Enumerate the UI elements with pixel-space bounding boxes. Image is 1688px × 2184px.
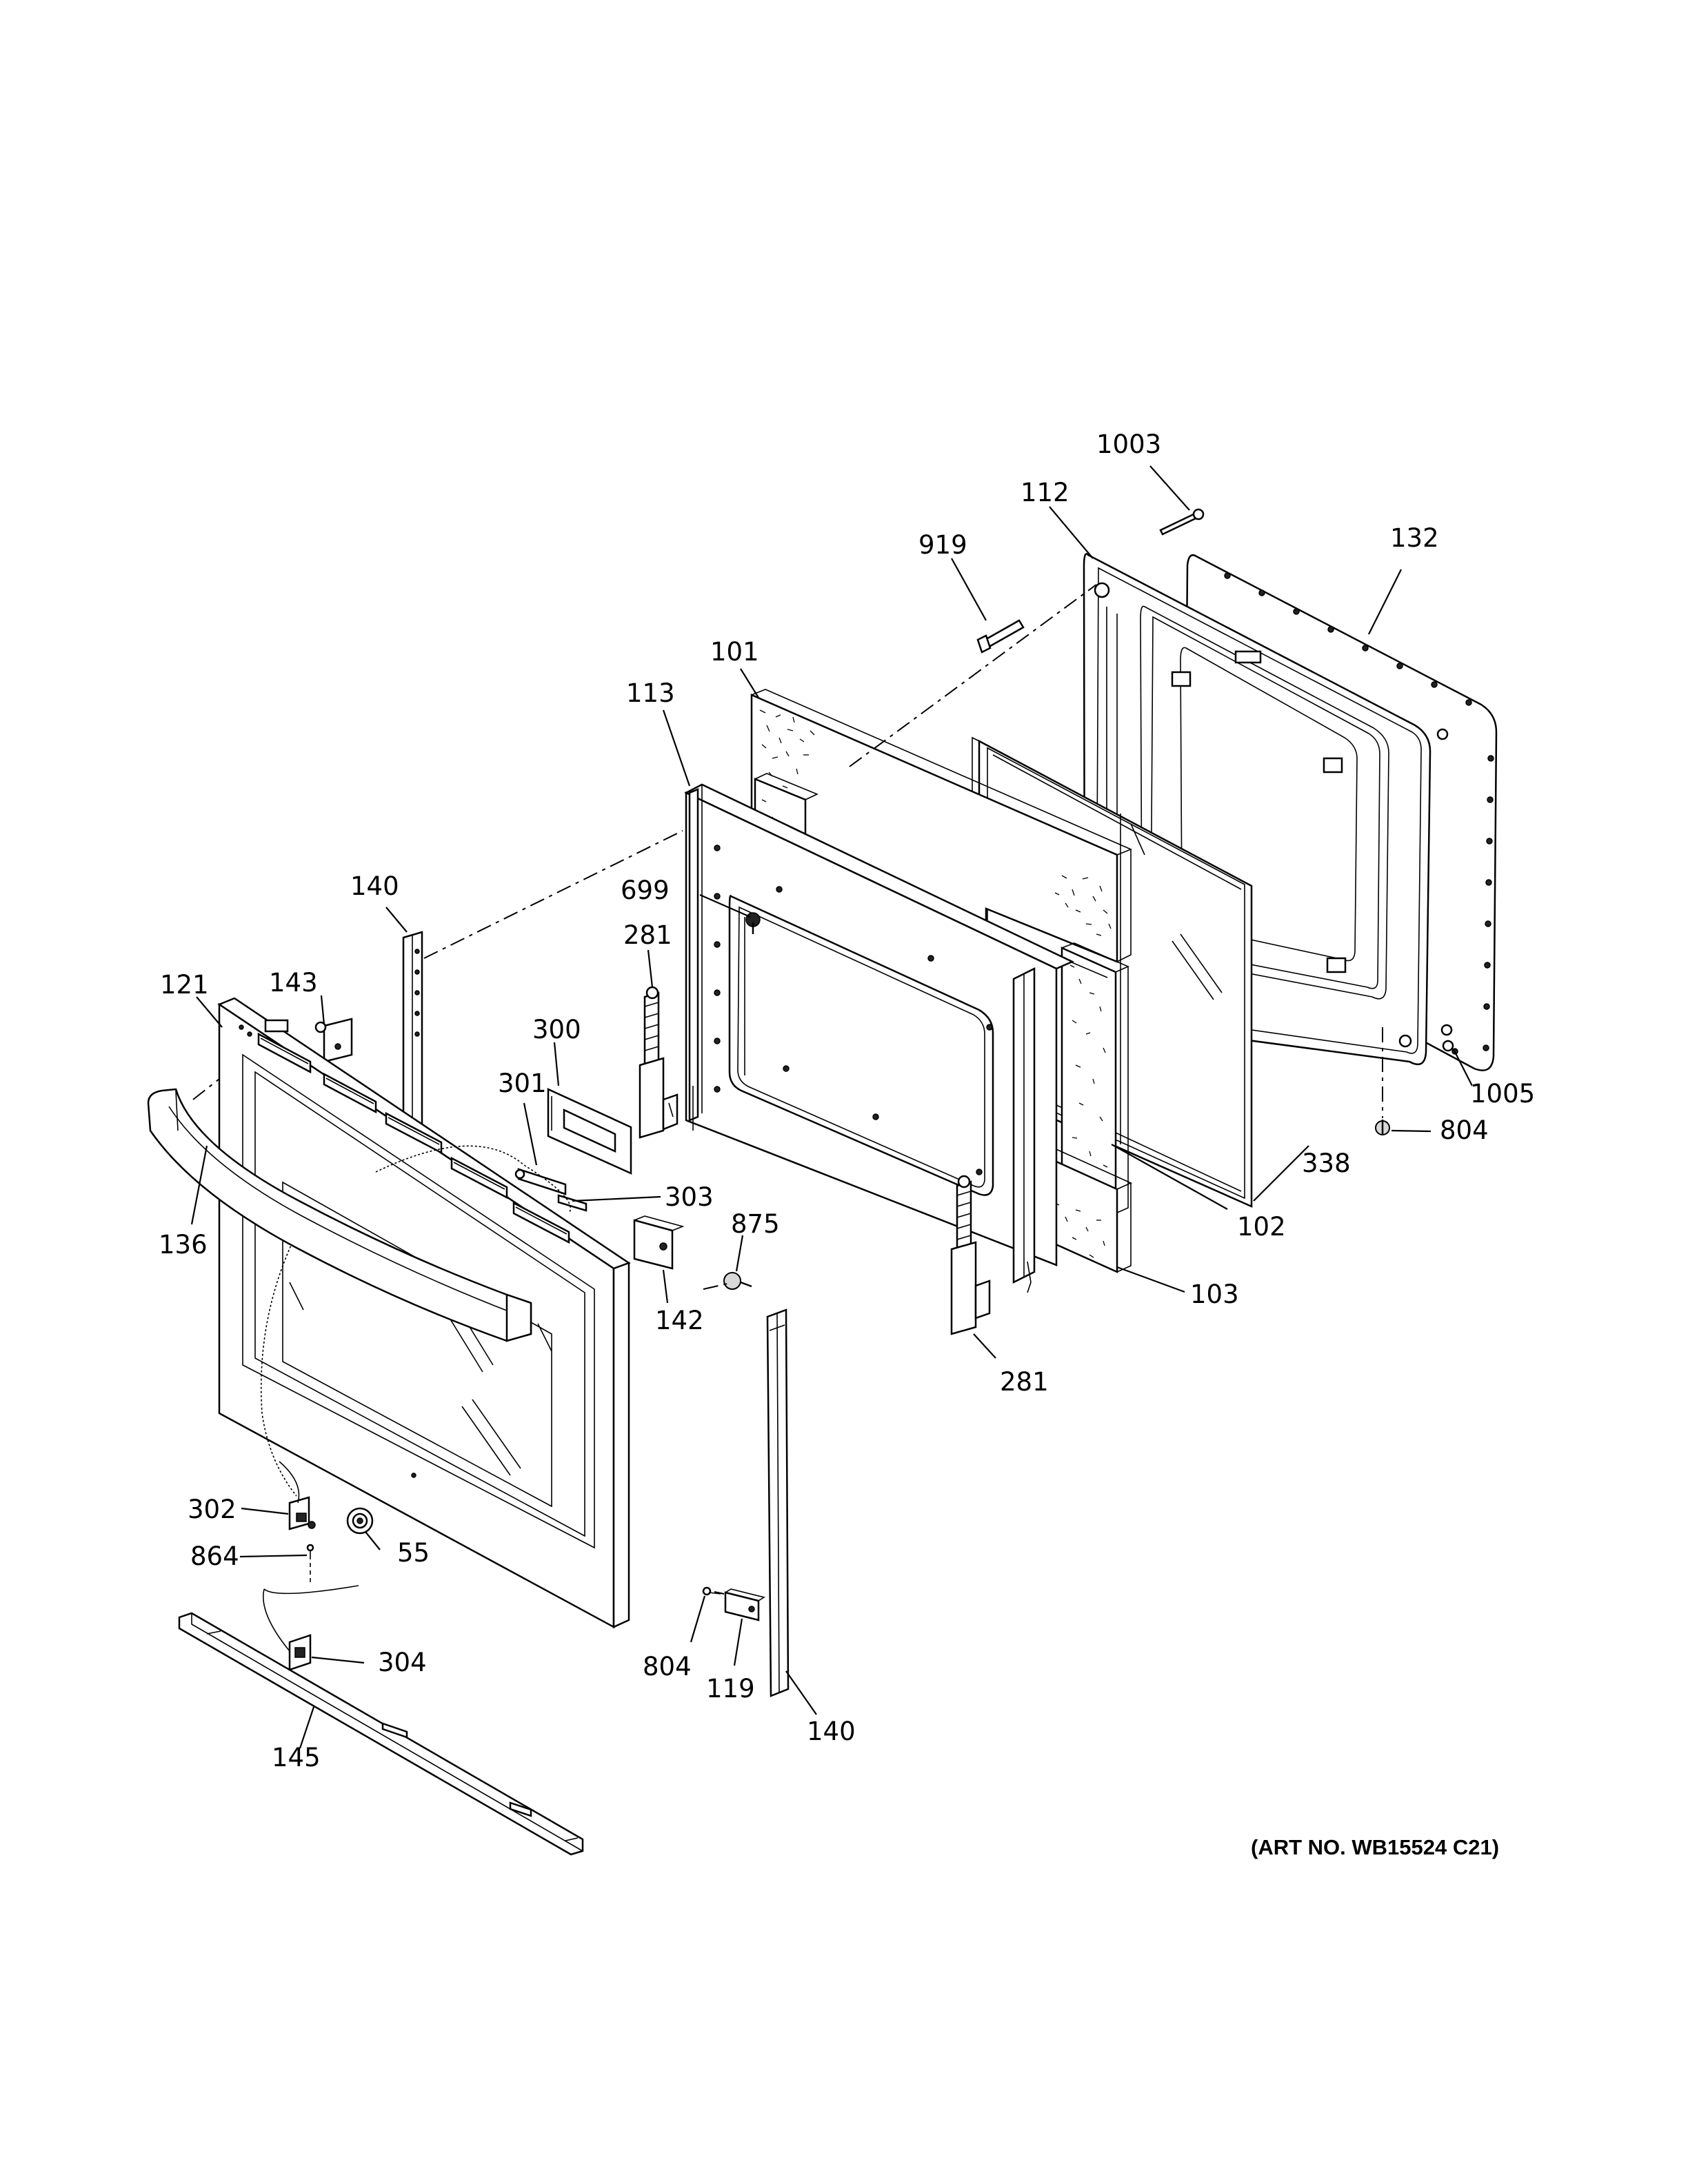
screw-804-right — [1375, 1120, 1390, 1135]
assembly-lines — [192, 584, 1383, 1595]
label-143: 143 — [269, 968, 318, 998]
screw-1005 — [1442, 1040, 1454, 1052]
label-119: 119 — [706, 1674, 755, 1703]
wire-harness — [263, 1461, 359, 1652]
label-303: 303 — [665, 1182, 714, 1212]
label-136: 136 — [159, 1230, 208, 1260]
label-875: 875 — [731, 1209, 780, 1239]
label-804-bottom: 804 — [643, 1652, 692, 1681]
bracket-143 — [314, 1018, 353, 1063]
label-121: 121 — [160, 970, 209, 1000]
bracket-142 — [633, 1215, 685, 1270]
hinge-281-top — [639, 986, 679, 1139]
gasket-button-55 — [346, 1507, 374, 1535]
label-804-right: 804 — [1440, 1115, 1489, 1145]
label-281-bottom: 281 — [1000, 1367, 1049, 1397]
label-1005: 1005 — [1470, 1079, 1535, 1109]
label-142: 142 — [655, 1306, 704, 1335]
label-113: 113 — [626, 678, 675, 708]
label-864: 864 — [190, 1541, 239, 1571]
label-140-bottom: 140 — [807, 1717, 856, 1746]
callout-labels: 1003 112 132 919 101 113 699 281 140 121… — [159, 429, 1535, 1772]
screw-804-bottom — [702, 1586, 721, 1596]
label-102: 102 — [1237, 1212, 1286, 1242]
label-919: 919 — [918, 530, 967, 560]
door-frame-113 — [684, 783, 1075, 1293]
label-101: 101 — [710, 637, 759, 667]
screw-1003 — [1159, 508, 1205, 536]
label-301: 301 — [498, 1069, 547, 1098]
label-55: 55 — [397, 1538, 430, 1568]
bracket-300 — [547, 1088, 632, 1175]
label-103: 103 — [1190, 1280, 1239, 1309]
label-300: 300 — [532, 1015, 581, 1044]
bottom-rail-145 — [178, 1612, 584, 1856]
bracket-119 — [724, 1588, 766, 1621]
insulation-top-101 — [750, 689, 1133, 963]
door-handle-136 — [147, 1088, 532, 1342]
label-302: 302 — [188, 1495, 237, 1524]
insulation-side-102 — [1061, 942, 1129, 1215]
part-303 — [557, 1194, 587, 1212]
outer-door-121 — [217, 997, 631, 1629]
side-channel-140-bottom — [766, 1308, 790, 1697]
hinge-281-bottom — [950, 1175, 991, 1335]
label-304: 304 — [378, 1648, 427, 1677]
label-140-top: 140 — [350, 871, 399, 901]
label-699: 699 — [621, 876, 670, 905]
label-145: 145 — [272, 1743, 321, 1772]
switch-302 — [288, 1496, 316, 1530]
label-338: 338 — [1302, 1149, 1351, 1178]
label-112: 112 — [1021, 478, 1069, 507]
part-301 — [514, 1168, 567, 1195]
connector-304 — [288, 1634, 312, 1671]
leader-lines — [190, 465, 1473, 1749]
bolt-919 — [976, 619, 1025, 654]
label-281-top: 281 — [623, 920, 672, 950]
label-1003: 1003 — [1096, 429, 1161, 459]
art-number: (ART NO. WB15524 C21) — [1251, 1835, 1499, 1859]
screw-875 — [723, 1272, 752, 1290]
screw-864 — [306, 1544, 314, 1555]
label-132: 132 — [1390, 523, 1439, 553]
